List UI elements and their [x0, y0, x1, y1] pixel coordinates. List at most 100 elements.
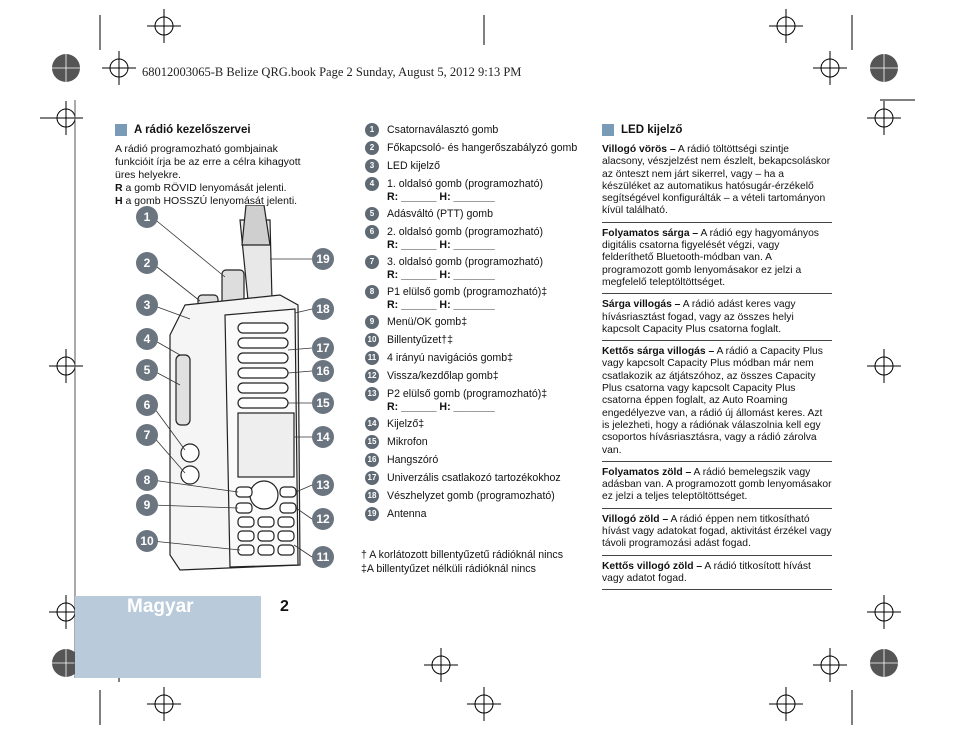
control-item: 7 3. oldalsó gomb (programozható)R: _____…	[365, 255, 585, 281]
item-number-badge: 10	[365, 333, 379, 347]
control-item: 10 Billentyűzet†‡	[365, 333, 585, 347]
item-label: LED kijelző	[387, 160, 440, 172]
item-label: Menü/OK gomb‡	[387, 316, 468, 328]
item-text-block: Kijelző‡	[387, 418, 424, 431]
callout-15: 15	[312, 392, 334, 414]
item-number-badge: 3	[365, 159, 379, 173]
item-text-block: 2. oldalsó gomb (programozható)R: ______…	[387, 226, 543, 251]
callout-16: 16	[312, 360, 334, 382]
callout-3: 3	[136, 294, 158, 316]
led-section-title: LED kijelző	[602, 124, 832, 136]
led-state-description: Folyamatos sárga – A rádió egy hagyomány…	[602, 227, 832, 295]
item-number-badge: 15	[365, 435, 379, 449]
led-state-name: Sárga villogás –	[602, 299, 681, 311]
item-number-badge: 7	[365, 255, 379, 269]
language-tab	[75, 596, 261, 678]
item-text-block: Vészhelyzet gomb (programozható)	[387, 490, 555, 503]
item-label: 1. oldalsó gomb (programozható)	[387, 178, 544, 190]
led-state-name: Folyamatos zöld –	[602, 466, 692, 478]
led-state-name: Villogó zöld –	[602, 513, 669, 525]
item-label: Mikrofon	[387, 436, 428, 448]
item-label: Csatornaválasztó gomb	[387, 124, 499, 136]
item-number-badge: 16	[365, 453, 379, 467]
led-state-name: Kettős villogó zöld –	[602, 560, 703, 572]
item-label: Adásváltó (PTT) gomb	[387, 208, 493, 220]
page-number: 2	[280, 598, 289, 615]
item-text-block: Antenna	[387, 508, 426, 521]
item-number-badge: 14	[365, 417, 379, 431]
led-state-text: A rádió adást keres vagy hívásriasztást …	[602, 299, 796, 335]
callout-10: 10	[136, 530, 158, 552]
led-state-description: Villogó zöld – A rádió éppen nem titkosí…	[602, 514, 832, 556]
callout-7: 7	[136, 424, 158, 446]
callout-8: 8	[136, 469, 158, 491]
item-label: Hangszóró	[387, 454, 439, 466]
item-text-block: P2 elülső gomb (programozható)‡R: ______…	[387, 388, 547, 413]
item-text-block: LED kijelző	[387, 160, 440, 173]
control-item: 16 Hangszóró	[365, 453, 585, 467]
r-text: a gomb RÖVID lenyomását jelenti.	[122, 182, 287, 194]
item-label: Vissza/kezdőlap gomb‡	[387, 370, 499, 382]
h-legend: H a gomb HOSSZÚ lenyomását jelenti.	[115, 195, 315, 208]
control-item: 17 Univerzális csatlakozó tartozékokhoz	[365, 471, 585, 485]
callout-17: 17	[312, 337, 334, 359]
intro-text: A rádió programozható gombjainak funkció…	[115, 143, 315, 208]
control-item: 3 LED kijelző	[365, 159, 585, 173]
item-number-badge: 19	[365, 507, 379, 521]
item-number-badge: 2	[365, 141, 379, 155]
item-number-badge: 18	[365, 489, 379, 503]
led-state-text: A rádió titkosított hívást vagy adatot f…	[602, 560, 811, 584]
led-state-name: Villogó vörös –	[602, 144, 676, 155]
led-state-description: Sárga villogás – A rádió adást keres vag…	[602, 299, 832, 342]
callout-13: 13	[312, 474, 334, 496]
callout-6: 6	[136, 394, 158, 416]
item-number-badge: 17	[365, 471, 379, 485]
item-fill-line: R: ______ H: _______	[387, 238, 495, 251]
led-state-description: Kettős villogó zöld – A rádió titkosítot…	[602, 561, 832, 591]
r-legend: R a gomb RÖVID lenyomását jelenti.	[115, 182, 315, 195]
led-state-description: Folyamatos zöld – A rádió bemelegszik va…	[602, 467, 832, 509]
item-text-block: Univerzális csatlakozó tartozékokhoz	[387, 472, 561, 485]
item-number-badge: 13	[365, 387, 379, 401]
led-state-text: A rádió töltöttségi szintje alacsony, vé…	[602, 144, 831, 217]
callout-14: 14	[312, 426, 334, 448]
item-text-block: Billentyűzet†‡	[387, 334, 453, 347]
item-label: Univerzális csatlakozó tartozékokhoz	[387, 472, 561, 484]
item-label: Antenna	[387, 508, 427, 520]
callout-18: 18	[312, 298, 334, 320]
led-section: LED kijelző Villogó vörös – A rádió tölt…	[602, 124, 832, 595]
item-number-badge: 5	[365, 207, 379, 221]
item-fill-line: R: ______ H: _______	[387, 268, 495, 281]
led-state-text: A rádió éppen nem titkosítható hívást va…	[602, 513, 832, 550]
item-label: Főkapcsoló- és hangerőszabályzó gomb	[387, 142, 578, 154]
item-text-block: Vissza/kezdőlap gomb‡	[387, 370, 499, 383]
item-label: Billentyűzet†‡	[387, 334, 453, 346]
item-text-block: Adásváltó (PTT) gomb	[387, 208, 493, 221]
item-fill-line: R: ______ H: _______	[387, 298, 495, 311]
led-state-text: A rádió egy hagyományos digitális csator…	[602, 227, 819, 288]
control-item: 2 Főkapcsoló- és hangerőszabályzó gomb	[365, 141, 585, 155]
led-state-text: A rádió a Capacity Plus vagy kapcsolt Ca…	[602, 346, 823, 456]
item-text-block: Mikrofon	[387, 436, 428, 449]
callout-11: 11	[312, 546, 334, 568]
item-text-block: Főkapcsoló- és hangerőszabályzó gomb	[387, 142, 577, 155]
item-number-badge: 11	[365, 351, 379, 365]
item-label: 3. oldalsó gomb (programozható)	[387, 256, 544, 268]
callout-1: 1	[136, 206, 158, 228]
control-item: 18 Vészhelyzet gomb (programozható)	[365, 489, 585, 503]
control-item: 19 Antenna	[365, 507, 585, 521]
item-number-badge: 4	[365, 177, 379, 191]
control-item: 15 Mikrofon	[365, 435, 585, 449]
item-label: Vészhelyzet gomb (programozható)	[387, 490, 555, 502]
led-state-name: Kettős sárga villogás –	[602, 346, 715, 358]
callout-12: 12	[312, 508, 334, 530]
control-item: 5 Adásváltó (PTT) gomb	[365, 207, 585, 221]
